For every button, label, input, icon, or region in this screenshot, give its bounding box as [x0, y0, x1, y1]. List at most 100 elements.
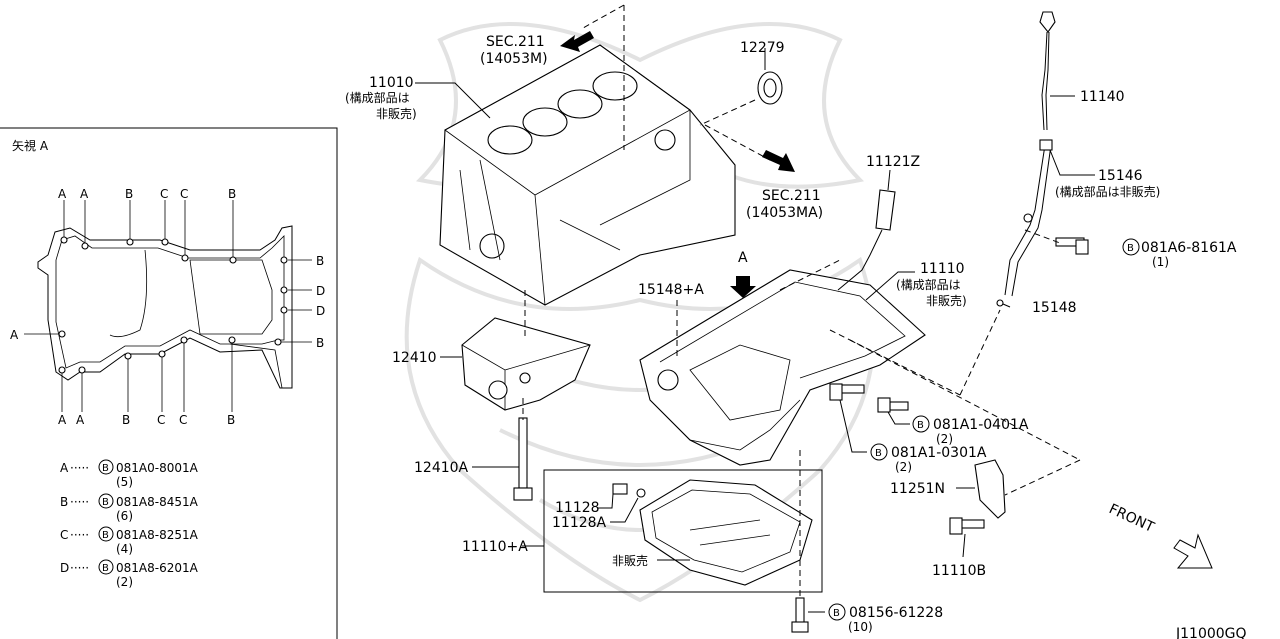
bolt-circle-letter: B [833, 608, 840, 619]
view-a-letter: C [157, 413, 165, 427]
bolt-circle-letter: B [102, 563, 109, 574]
oil-pan-bottom-outline [37, 225, 293, 389]
view-a-bolt-holes [58, 236, 288, 374]
diagram-code: J11000GQ [1175, 626, 1247, 639]
part-11110-note: (構成部品は [896, 277, 961, 292]
legend-dots: ····· [70, 528, 89, 542]
bolt-circle-letter: B [102, 497, 109, 508]
part-11140-label: 11140 [1080, 89, 1125, 105]
bolt-circle-icon [912, 415, 930, 433]
part-11251n-label: 11251N [890, 481, 945, 497]
legend-dots: ····· [70, 561, 89, 575]
view-a-letter: B [316, 254, 324, 268]
lower-pan-box [543, 469, 823, 593]
legend-row: C ····· B 081A8-8251A (4) [60, 526, 199, 556]
bolt-circle-icon [828, 603, 846, 621]
bolt-081a6-drawing [1055, 237, 1089, 255]
part-11110a-label: 11110+A [462, 539, 528, 555]
part-11010-label: 11010 [369, 75, 414, 91]
view-a-letter: D [316, 304, 325, 318]
dashed-lines [522, 4, 1081, 600]
part-08156-qty: (10) [848, 620, 873, 634]
part-081a1-0301a-qty: (2) [895, 460, 912, 474]
front-label: FRONT [1106, 501, 1157, 536]
part-15146-note: (構成部品は非販売) [1055, 184, 1160, 199]
view-a-letter: C [160, 187, 168, 201]
legend-row: A ····· B 081A0-8001A (5) [60, 459, 199, 489]
upper-oil-pan-11110-drawing [639, 269, 926, 466]
view-a-letter: A [80, 187, 89, 201]
part-081a1-0401a-qty: (2) [936, 432, 953, 446]
part-081a1-0301a-label: 081A1-0301A [891, 445, 987, 461]
sec211-top-label: SEC.211 [486, 34, 545, 50]
bolt-081a1-0401a-drawing [877, 397, 909, 413]
sec211-right-arrow-icon [762, 150, 795, 172]
part-081a6-qty: (1) [1152, 255, 1169, 269]
dipstick-drawing [996, 11, 1056, 307]
part-12279-label: 12279 [740, 40, 785, 56]
sec211-right-sublabel: (14053MA) [746, 205, 823, 221]
part-08156-label: 08156-61228 [849, 605, 943, 621]
part-15148-label: 15148 [1032, 300, 1077, 316]
bolt-circle-letter: B [1127, 243, 1134, 254]
legend-key: A [60, 461, 69, 475]
part-11110-note: 非販売) [926, 293, 967, 308]
bolt-08156-drawing [791, 597, 809, 633]
view-a-letter: A [76, 413, 85, 427]
cylinder-block-drawing [439, 44, 736, 306]
bolt-circle-icon [98, 493, 114, 509]
seal-12279-drawing [757, 71, 783, 105]
lower-oil-pan-drawing [612, 479, 813, 586]
sec211-top-arrow-icon [560, 31, 594, 52]
view-a-letter: B [122, 413, 130, 427]
legend-quantity: (5) [116, 475, 133, 489]
view-a-letter: A [58, 187, 67, 201]
view-a-arrow-label: A [738, 250, 748, 266]
bracket-11251n-drawing [974, 459, 1006, 519]
legend-part-number: 081A8-6201A [116, 561, 199, 575]
part-11010-note: (構成部品は [345, 90, 410, 105]
legend-row: B ····· B 081A8-8451A (6) [60, 493, 199, 523]
legend-quantity: (4) [116, 542, 133, 556]
view-a-arrow-icon [730, 276, 756, 298]
bolt-circle-icon [98, 526, 114, 542]
legend-part-number: 081A0-8001A [116, 461, 199, 475]
legend-key: C [60, 528, 68, 542]
part-15148a-label: 15148+A [638, 282, 704, 298]
legend-quantity: (2) [116, 575, 133, 589]
part-11128-label: 11128 [555, 500, 600, 516]
legend-key: D [60, 561, 69, 575]
view-a-letter: D [316, 284, 325, 298]
leader-lines [415, 48, 1095, 613]
part-11110-label: 11110 [920, 261, 965, 277]
sensor-11121z-drawing [837, 189, 896, 291]
legend-part-number: 081A8-8251A [116, 528, 199, 542]
part-11121z-label: 11121Z [866, 154, 920, 170]
part-12410-label: 12410 [392, 350, 437, 366]
part-11010-note: 非販売) [376, 106, 417, 121]
oil-pump-12410-drawing [461, 317, 591, 411]
bolt-circle-letter: B [102, 463, 109, 474]
legend-key: B [60, 495, 68, 509]
view-a-letter: B [228, 187, 236, 201]
part-081a1-0401a-label: 081A1-0401A [933, 417, 1029, 433]
bolt-circle-icon [98, 459, 114, 475]
view-a-letter: A [58, 413, 67, 427]
view-a-letter: B [227, 413, 235, 427]
front-arrow-icon [1173, 533, 1213, 569]
sec211-right-label: SEC.211 [762, 188, 821, 204]
view-a-panel: 矢視 A [0, 127, 338, 639]
sec211-top-sublabel: (14053M) [480, 51, 548, 67]
part-11110b-label: 11110B [932, 563, 986, 579]
legend-row: D ····· B 081A8-6201A (2) [60, 559, 199, 589]
bolt-circle-icon [870, 443, 888, 461]
legend-quantity: (6) [116, 509, 133, 523]
bolt-circle-letter: B [875, 448, 882, 459]
view-a-letter: A [10, 328, 19, 342]
part-081a6-label: 081A6-8161A [1141, 240, 1237, 256]
view-a-letter: B [316, 336, 324, 350]
bolt-circle-letter: B [917, 420, 924, 431]
not-sold-label: 非販売 [612, 553, 648, 568]
